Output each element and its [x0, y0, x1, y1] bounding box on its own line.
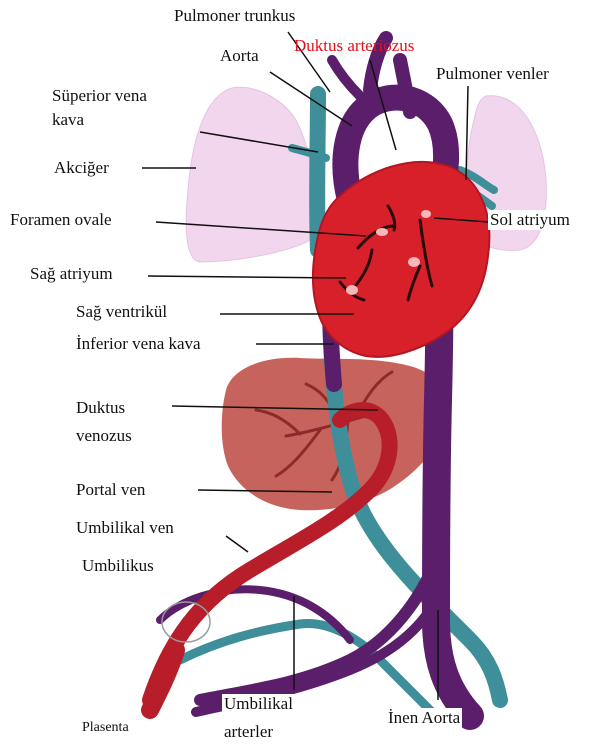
label-foramen-ovale: Foramen ovale — [8, 210, 114, 230]
label-inferior-vena-kava: İnferior vena kava — [74, 334, 203, 354]
label-pulmoner-venler: Pulmoner venler — [434, 64, 551, 84]
label-duktus-venozus-line1: Duktus — [74, 398, 127, 418]
label-duktus-arteriozus: Duktus arteriozus — [292, 36, 416, 56]
label-umbilikal-ven: Umbilikal ven — [74, 518, 176, 538]
label-akciger: Akciğer — [52, 158, 111, 178]
label-sag-atriyum: Sağ atriyum — [28, 264, 115, 284]
label-umbilikal-arterler-line2: arterler — [222, 722, 275, 742]
label-pulmoner-trunkus: Pulmoner trunkus — [172, 6, 297, 26]
label-umbilikus: Umbilikus — [80, 556, 156, 576]
label-superior-vena-kava-line1: Süperior vena — [50, 86, 149, 106]
label-inen-aorta: İnen Aorta — [386, 708, 462, 728]
label-sol-atriyum: Sol atriyum — [488, 210, 572, 230]
label-superior-vena-kava-line2: kava — [50, 110, 86, 130]
label-plasenta: Plasenta — [80, 718, 131, 738]
left-lung — [186, 87, 316, 262]
label-portal-ven: Portal ven — [74, 480, 147, 500]
label-sag-ventrikul: Sağ ventrikül — [74, 302, 169, 322]
label-umbilikal-arterler-line1: Umbilikal — [222, 694, 295, 714]
label-aorta: Aorta — [218, 46, 261, 66]
label-duktus-venozus-line2: venozus — [74, 426, 134, 446]
